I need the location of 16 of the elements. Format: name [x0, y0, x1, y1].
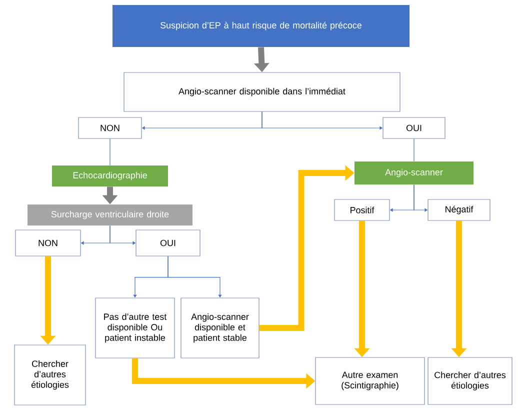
answer-box: OUI [382, 117, 446, 139]
title-box: Suspicion d’EP à haut risque de mortalité précoce [112, 5, 410, 47]
outcome-box: Chercher d’autres étiologies [428, 357, 512, 405]
result-box: Positif [334, 199, 390, 221]
decision-box: Angio-scanner disponible dans l’immédiat [124, 72, 400, 112]
exam-box: Angio-scanner [354, 162, 474, 184]
answer-box: NON [15, 230, 81, 256]
answer-box: NON [78, 117, 142, 139]
exam-box: Echocardiographie [52, 166, 168, 186]
condition-box: Angio-scanner disponible et patient stable [180, 298, 260, 358]
outcome-box: Chercher d’autres étiologies [14, 344, 86, 406]
outcome-box: Autre examen (Scintigraphie) [315, 357, 425, 405]
answer-box: OUI [136, 230, 200, 256]
result-box: Négatif [428, 199, 490, 221]
finding-box: Surcharge ventriculaire droite [28, 204, 192, 226]
condition-box: Pas d’autre test disponible Ou patient instable [95, 298, 175, 358]
